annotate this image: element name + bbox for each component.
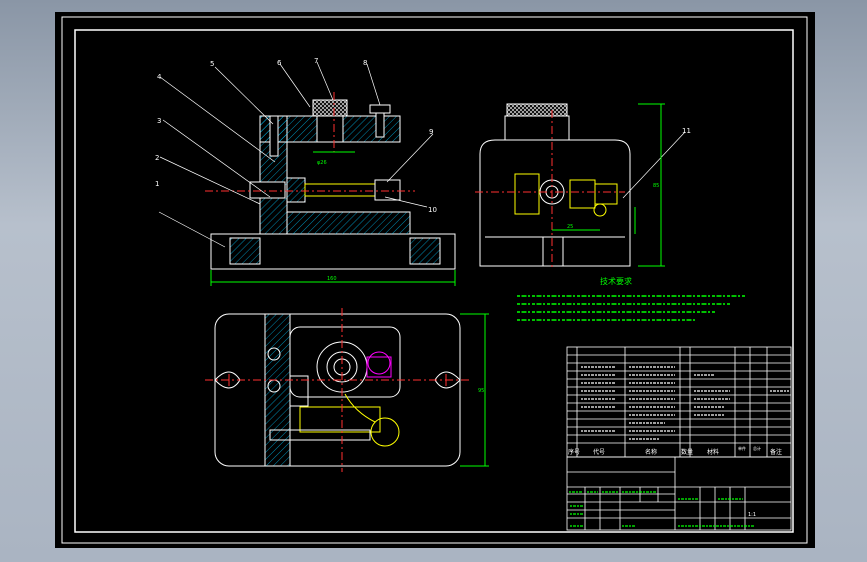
title-block bbox=[566, 456, 792, 531]
title-block-entries bbox=[569, 491, 755, 527]
balloon-labels: 1 2 3 4 5 6 7 8 9 10 11 bbox=[155, 57, 691, 214]
header-material: 材料 bbox=[707, 448, 719, 456]
side-view: 85 25 bbox=[475, 103, 665, 270]
top-view: 95 bbox=[205, 308, 489, 472]
inner-border bbox=[74, 29, 794, 533]
technical-requirements: 技术要求 bbox=[517, 276, 745, 321]
balloon-9: 9 bbox=[429, 128, 433, 136]
front-view: φ26 160 bbox=[205, 92, 456, 286]
balloon-3: 3 bbox=[157, 117, 161, 125]
balloon-11: 11 bbox=[682, 127, 691, 135]
balloon-8: 8 bbox=[363, 59, 367, 67]
balloon-2: 2 bbox=[155, 154, 159, 162]
header-name: 名称 bbox=[645, 448, 657, 456]
header-qty: 数量 bbox=[681, 448, 693, 456]
svg-text:160: 160 bbox=[327, 276, 337, 282]
svg-text:φ26: φ26 bbox=[317, 160, 327, 166]
drawing-canvas: φ26 160 1 2 3 4 5 6 7 8 9 10 11 bbox=[61, 16, 808, 544]
tech-title: 技术要求 bbox=[600, 276, 632, 286]
header-remark: 备注 bbox=[770, 448, 782, 456]
header-no: 序号 bbox=[568, 448, 580, 456]
balloon-1: 1 bbox=[155, 180, 159, 188]
header-total: 总计 bbox=[753, 445, 761, 451]
balloon-6: 6 bbox=[277, 59, 282, 67]
header-unit: 单件 bbox=[738, 445, 746, 451]
balloon-7: 7 bbox=[314, 57, 318, 65]
parts-list-entries bbox=[581, 366, 789, 440]
balloon-10: 10 bbox=[428, 206, 437, 214]
scale-value: 1:1 bbox=[748, 512, 756, 518]
svg-text:95: 95 bbox=[478, 388, 484, 394]
svg-text:85: 85 bbox=[653, 183, 659, 189]
parts-list-header: 序号 代号 名称 数量 材料 单件 总计 备注 bbox=[568, 445, 782, 456]
outer-border bbox=[61, 16, 808, 544]
cad-viewport[interactable]: φ26 160 1 2 3 4 5 6 7 8 9 10 11 bbox=[55, 12, 815, 548]
balloon-5: 5 bbox=[210, 60, 214, 68]
svg-text:25: 25 bbox=[567, 224, 573, 230]
leader-lines bbox=[158, 61, 686, 248]
parts-list bbox=[566, 346, 792, 458]
header-code: 代号 bbox=[593, 448, 605, 456]
balloon-4: 4 bbox=[157, 73, 162, 81]
